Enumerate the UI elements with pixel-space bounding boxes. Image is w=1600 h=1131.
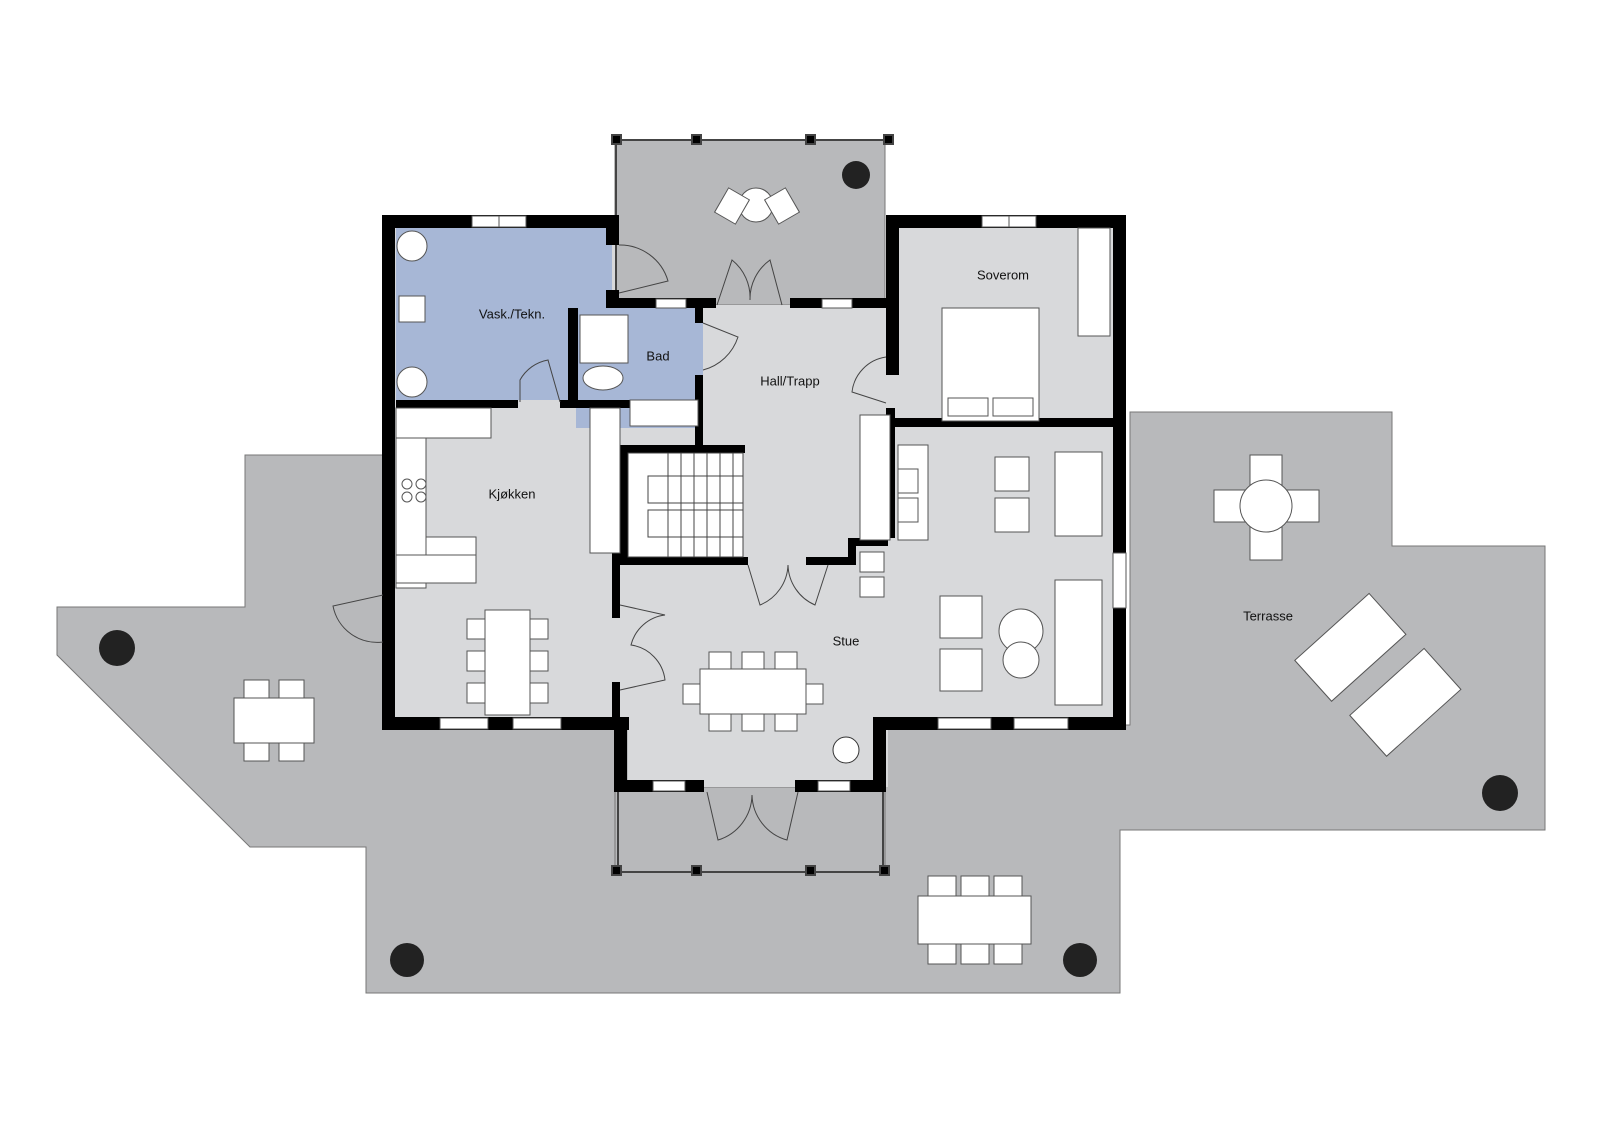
- sun-lounger-icon: [1349, 647, 1462, 757]
- wardrobe: [1077, 227, 1111, 337]
- room-vask: [396, 228, 612, 400]
- toilet-icon: [396, 366, 428, 398]
- label-hall: Hall/Trapp: [760, 373, 820, 389]
- round-table-icon: [1213, 454, 1320, 561]
- label-bad: Bad: [646, 348, 670, 364]
- terrace-table-bottom: [917, 875, 1032, 965]
- sofa-icon: [1054, 451, 1103, 537]
- label-soverom: Soverom: [976, 267, 1030, 283]
- windows: [439, 215, 1127, 792]
- label-stue: Stue: [832, 633, 860, 649]
- label-vask: Vask./Tekn.: [478, 306, 546, 322]
- label-kjokken: Kjøkken: [488, 486, 536, 502]
- kitchen-counter: [395, 407, 492, 439]
- sink-icon: [398, 295, 426, 323]
- porch-rails: [611, 134, 894, 876]
- toilet-icon: [582, 365, 624, 391]
- stair-icon: [627, 452, 744, 558]
- plant-icon: [99, 161, 1518, 977]
- sun-lounger-icon: [1294, 592, 1407, 702]
- dining-table-icon: [699, 668, 807, 715]
- porch-chairs: [713, 187, 801, 225]
- terrace-table-left: [233, 679, 315, 762]
- water-heater-icon: [396, 230, 428, 262]
- label-terrasse: Terrasse: [1243, 608, 1293, 624]
- stove-icon: [401, 478, 427, 503]
- dining-table-icon: [484, 609, 531, 716]
- doors: [332, 244, 887, 841]
- sofa-icon: [1054, 579, 1103, 706]
- furniture: [233, 187, 1462, 965]
- terrace-area: [56, 139, 1546, 994]
